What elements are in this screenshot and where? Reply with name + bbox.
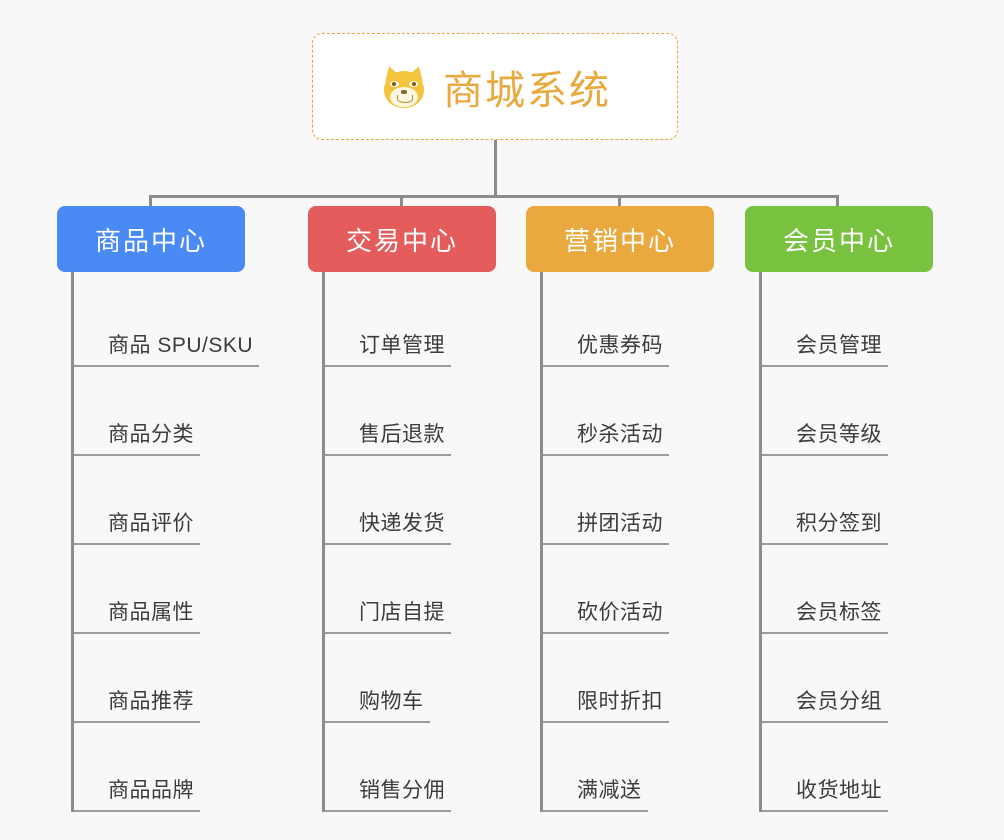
branch-header-product-center[interactable]: 商品中心: [57, 206, 245, 272]
list-item[interactable]: 商品推荐: [74, 634, 245, 723]
leaf-label: 购物车: [325, 685, 430, 723]
list-item[interactable]: 商品分类: [74, 367, 245, 456]
branch-header-trade-center[interactable]: 交易中心: [308, 206, 496, 272]
leaf-label: 商品评价: [74, 507, 200, 545]
leaf-label: 会员标签: [762, 596, 888, 634]
list-item[interactable]: 优惠券码: [543, 278, 714, 367]
leaf-label: 商品分类: [74, 418, 200, 456]
leaf-label: 会员分组: [762, 685, 888, 723]
leaf-label: 门店自提: [325, 596, 451, 634]
leaf-label: 商品品牌: [74, 774, 200, 812]
list-item[interactable]: 会员管理: [762, 278, 933, 367]
leaf-label: 收货地址: [762, 774, 888, 812]
branch-trade-center: 交易中心 订单管理 售后退款 快递发货 门店自提 购物车 销售分佣: [308, 206, 496, 812]
leaf-label: 限时折扣: [543, 685, 669, 723]
list-item[interactable]: 拼团活动: [543, 456, 714, 545]
branch-header-member-center[interactable]: 会员中心: [745, 206, 933, 272]
leaf-label: 砍价活动: [543, 596, 669, 634]
list-item[interactable]: 商品 SPU/SKU: [74, 278, 260, 367]
leaf-label: 销售分佣: [325, 774, 451, 812]
leaf-label: 售后退款: [325, 418, 451, 456]
branch-header-marketing-center[interactable]: 营销中心: [526, 206, 714, 272]
leaf-label: 订单管理: [325, 329, 451, 367]
leaf-label: 满减送: [543, 774, 648, 812]
list-item[interactable]: 门店自提: [325, 545, 496, 634]
connector-bus: [149, 195, 839, 198]
list-item[interactable]: 收货地址: [762, 723, 933, 812]
connector-drop-2: [400, 195, 403, 208]
leaf-label: 会员等级: [762, 418, 888, 456]
list-item[interactable]: 砍价活动: [543, 545, 714, 634]
list-item[interactable]: 售后退款: [325, 367, 496, 456]
branch-items-product-center: 商品 SPU/SKU 商品分类 商品评价 商品属性 商品推荐 商品品牌: [71, 272, 260, 812]
list-item[interactable]: 会员等级: [762, 367, 933, 456]
list-item[interactable]: 会员分组: [762, 634, 933, 723]
list-item[interactable]: 秒杀活动: [543, 367, 714, 456]
dog-face-icon: [379, 63, 429, 110]
branch-product-center: 商品中心 商品 SPU/SKU 商品分类 商品评价 商品属性 商品推荐 商品品牌: [57, 206, 260, 812]
list-item[interactable]: 限时折扣: [543, 634, 714, 723]
connector-drop-3: [618, 195, 621, 208]
list-item[interactable]: 销售分佣: [325, 723, 496, 812]
leaf-label: 拼团活动: [543, 507, 669, 545]
leaf-label: 快递发货: [325, 507, 451, 545]
list-item[interactable]: 满减送: [543, 723, 714, 812]
list-item[interactable]: 快递发货: [325, 456, 496, 545]
leaf-label: 积分签到: [762, 507, 888, 545]
list-item[interactable]: 积分签到: [762, 456, 933, 545]
list-item[interactable]: 商品品牌: [74, 723, 245, 812]
branch-items-marketing-center: 优惠券码 秒杀活动 拼团活动 砍价活动 限时折扣 满减送: [540, 272, 714, 812]
leaf-label: 商品 SPU/SKU: [74, 329, 260, 367]
list-item[interactable]: 商品评价: [74, 456, 245, 545]
root-title: 商城系统: [443, 68, 611, 113]
root-node[interactable]: 商城系统: [312, 33, 678, 140]
branch-marketing-center: 营销中心 优惠券码 秒杀活动 拼团活动 砍价活动 限时折扣 满减送: [526, 206, 714, 812]
list-item[interactable]: 订单管理: [325, 278, 496, 367]
branch-items-trade-center: 订单管理 售后退款 快递发货 门店自提 购物车 销售分佣: [322, 272, 496, 812]
connector-drop-4: [836, 195, 839, 208]
connector-trunk: [494, 140, 497, 197]
leaf-label: 商品属性: [74, 596, 200, 634]
list-item[interactable]: 购物车: [325, 634, 496, 723]
branch-items-member-center: 会员管理 会员等级 积分签到 会员标签 会员分组 收货地址: [759, 272, 933, 812]
branch-member-center: 会员中心 会员管理 会员等级 积分签到 会员标签 会员分组 收货地址: [745, 206, 933, 812]
list-item[interactable]: 会员标签: [762, 545, 933, 634]
leaf-label: 会员管理: [762, 329, 888, 367]
leaf-label: 优惠券码: [543, 329, 669, 367]
leaf-label: 秒杀活动: [543, 418, 669, 456]
list-item[interactable]: 商品属性: [74, 545, 245, 634]
leaf-label: 商品推荐: [74, 685, 200, 723]
connector-drop-1: [149, 195, 152, 208]
